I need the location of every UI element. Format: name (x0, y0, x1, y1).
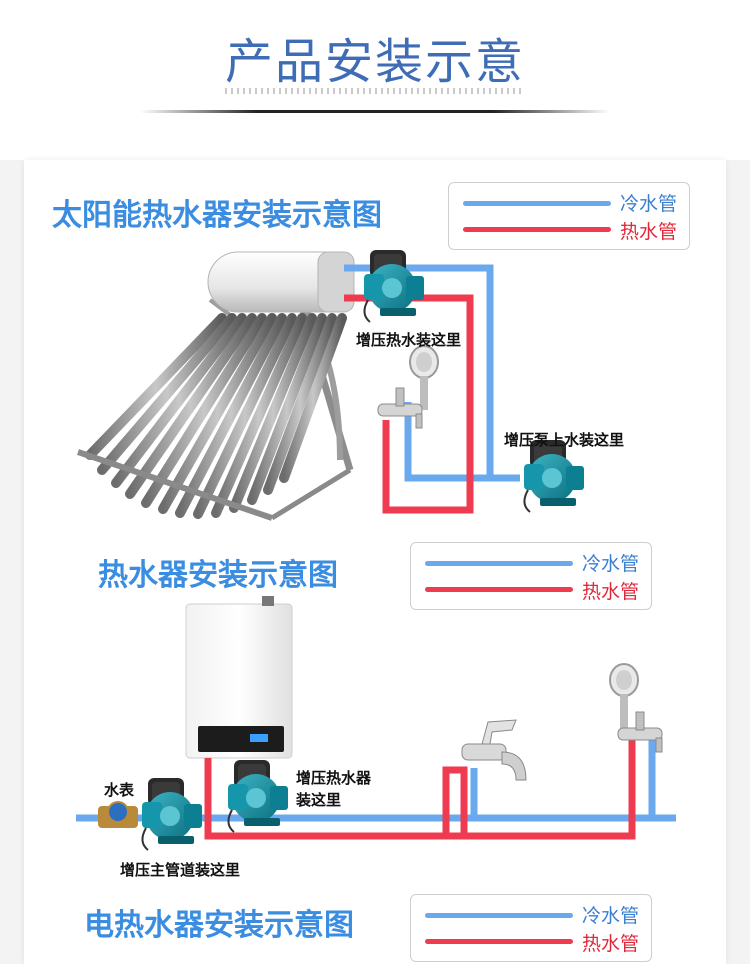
hot-pump-location-label: 增压热水装这里 (356, 331, 462, 349)
water-meter-icon (98, 801, 138, 828)
heater-pump-label-line1: 增压热水器 (296, 769, 372, 787)
electric-section-title: 电热水器安装示意图 (84, 908, 354, 943)
main-line-booster-pump (141, 777, 203, 851)
hot-pipe-label: 热水管 (619, 221, 677, 243)
page-title: 产品安装示意 (224, 34, 525, 90)
pipe-legend-gas: 冷水管 热水管 (410, 542, 652, 610)
shower-head-icon (409, 345, 439, 411)
hot-pipe-swatch (463, 227, 611, 232)
cold-pipe-swatch (425, 561, 573, 566)
hot-pipe-label: 热水管 (581, 933, 639, 955)
cold-pipe-label: 冷水管 (581, 905, 639, 927)
vacuum-tubes (85, 313, 347, 519)
cold-pump-location-label: 增压泵上水装这里 (504, 431, 625, 449)
main-pump-location-label: 增压主管道装这里 (120, 861, 241, 879)
cold-pipe-swatch (463, 201, 611, 206)
hot-pipe-swatch (425, 587, 573, 592)
pipe-legend-solar: 冷水管 热水管 (448, 182, 690, 250)
shower-head-icon-2 (609, 663, 639, 729)
hot-water-booster-pump (363, 249, 425, 323)
title-underline (140, 110, 610, 113)
gas-section-title: 热水器安装示意图 (98, 558, 338, 593)
solar-section-title: 太阳能热水器安装示意图 (52, 198, 382, 233)
title-dots-divider (225, 88, 525, 94)
cold-pipe-swatch (425, 913, 573, 918)
heater-pump-label-line2: 装这里 (296, 791, 342, 809)
hot-pipe-label: 热水管 (581, 581, 639, 603)
cold-water-booster-pump (523, 439, 585, 513)
pipe-legend-electric: 冷水管 热水管 (410, 894, 652, 962)
water-meter-label: 水表 (104, 781, 135, 799)
cold-pipe-label: 冷水管 (581, 553, 639, 575)
solar-water-heater (77, 251, 355, 521)
gas-water-heater (185, 596, 293, 759)
cold-pipe-label: 冷水管 (619, 193, 677, 215)
header: 产品安装示意 (0, 0, 750, 160)
hot-pipe-swatch (425, 939, 573, 944)
solar-pipes (344, 264, 520, 514)
